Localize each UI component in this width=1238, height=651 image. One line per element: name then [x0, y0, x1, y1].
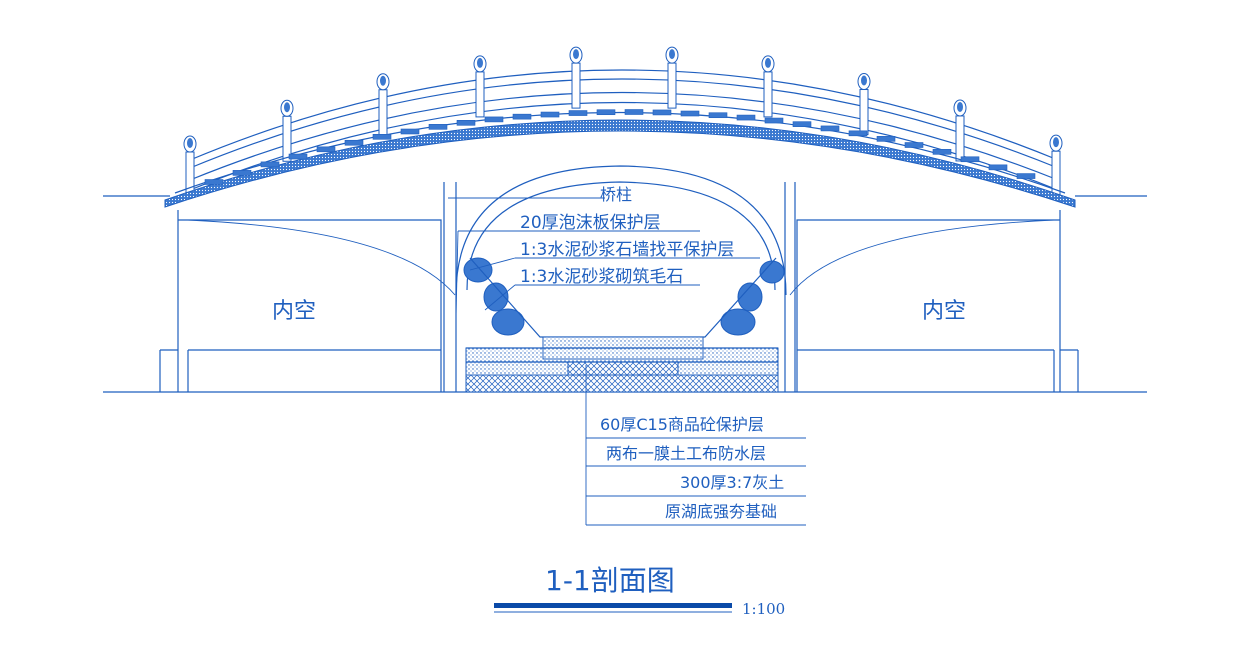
- title-underline: [494, 603, 732, 608]
- drawing-scale: 1:100: [742, 600, 785, 618]
- railing-post: [569, 46, 583, 109]
- railing-post: [953, 99, 967, 162]
- stair-step: [708, 112, 728, 119]
- stair-step: [680, 110, 700, 117]
- railing-post: [1049, 134, 1063, 197]
- stair-step: [764, 117, 784, 124]
- stair-step: [736, 114, 756, 121]
- stair-step: [596, 109, 616, 116]
- stair-step: [260, 161, 280, 168]
- stair-step: [204, 179, 224, 185]
- stair-step: [288, 153, 308, 160]
- stair-step: [512, 113, 532, 120]
- stair-step: [232, 170, 252, 176]
- label-foam-board: 20厚泡沫板保护层: [520, 213, 661, 233]
- stair-step: [456, 120, 476, 126]
- stair-step: [316, 146, 336, 153]
- stair-step: [400, 128, 420, 135]
- stair-step: [848, 130, 868, 137]
- label-bridge-pier: 桥柱: [600, 185, 632, 204]
- label-rubble-masonry: 1:3水泥砂浆砌筑毛石: [520, 267, 683, 287]
- stair-step: [344, 139, 364, 146]
- stair-step: [540, 111, 560, 118]
- layer-label-1: 60厚C15商品砼保护层: [600, 415, 764, 434]
- stair-step: [428, 124, 448, 130]
- stair-step: [932, 149, 952, 155]
- railing-post: [473, 55, 487, 118]
- layer-label-4: 原湖底强夯基础: [665, 502, 777, 521]
- stair-step: [876, 136, 896, 142]
- stair-step: [372, 134, 392, 140]
- stair-step: [988, 164, 1008, 171]
- stair-step: [1016, 173, 1036, 179]
- stair-step: [820, 125, 840, 132]
- railing-post: [857, 73, 871, 136]
- stair-step: [904, 142, 924, 148]
- label-mortar-wall: 1:3水泥砂浆石墙找平保护层: [520, 240, 734, 260]
- railing-post: [376, 73, 390, 136]
- railing-post: [761, 55, 775, 118]
- stair-step: [652, 109, 672, 116]
- stair-step: [484, 116, 504, 123]
- arch: [455, 165, 787, 296]
- railing-post: [280, 99, 294, 162]
- drawing-title: 1-1剖面图: [545, 564, 675, 597]
- label-hollow-right: 内空: [922, 299, 966, 324]
- railing: [183, 46, 1063, 198]
- label-hollow-left: 内空: [272, 299, 316, 324]
- stair-step: [960, 156, 980, 163]
- layer-label-3: 300厚3:7灰土: [680, 473, 784, 492]
- railing-post: [665, 46, 679, 109]
- layer-label-2: 两布一膜土工布防水层: [606, 444, 766, 463]
- bridge-deck: [164, 109, 1076, 208]
- stair-step: [792, 121, 812, 127]
- leader-lines: [448, 197, 806, 526]
- stair-step: [568, 110, 588, 116]
- foundation: [465, 336, 779, 393]
- stair-step: [624, 109, 644, 115]
